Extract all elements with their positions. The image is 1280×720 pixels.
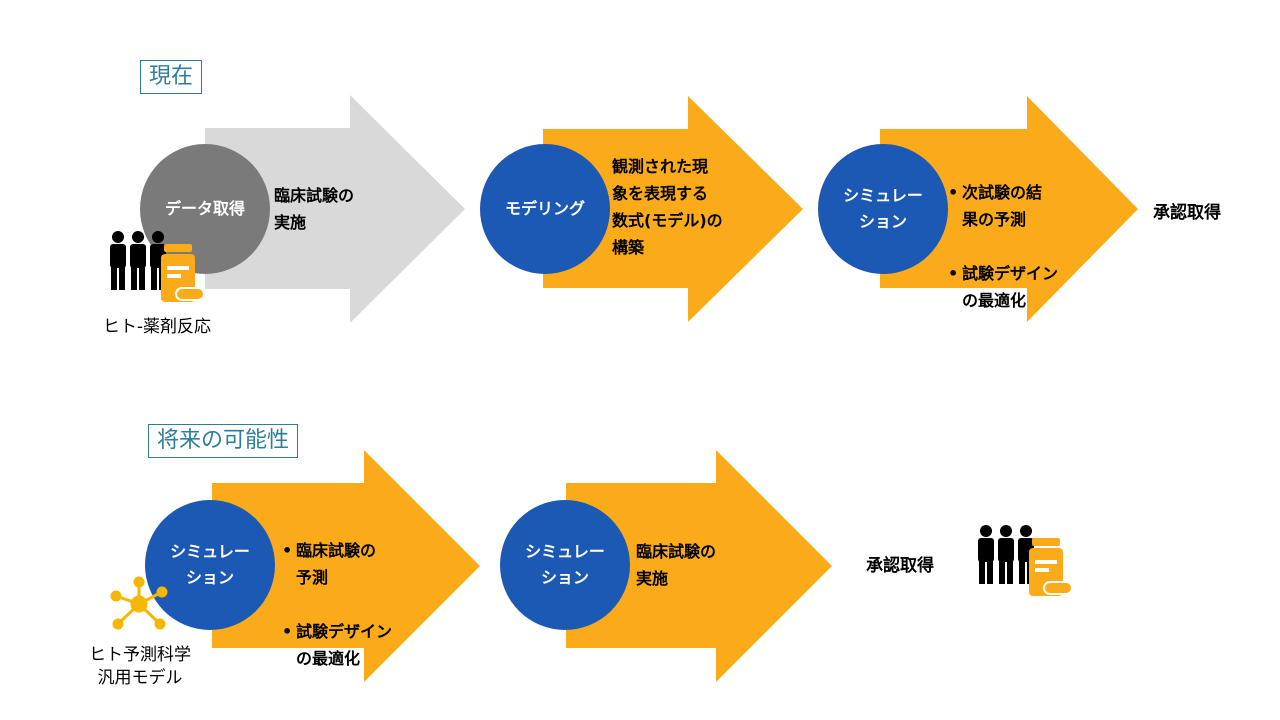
text-line: 象を表現する bbox=[612, 184, 709, 203]
medicine-bottle-icon bbox=[1029, 538, 1073, 596]
text-line: 実施 bbox=[274, 213, 307, 232]
icon-caption-human-prediction-model: ヒト予測科学 汎用モデル bbox=[72, 644, 208, 690]
step-text-clinical-trial: 臨床試験の 実施 bbox=[636, 538, 716, 592]
step-circle-simulation: シミュレー ション bbox=[500, 500, 630, 630]
section-label-current: 現在 bbox=[140, 60, 203, 94]
network-nodes-icon bbox=[110, 576, 168, 630]
icon-caption-human-drug-response: ヒト-薬剤反応 bbox=[102, 317, 212, 337]
step-circle-simulation: シミュレー ション bbox=[145, 500, 275, 630]
text-line: 臨床試験の bbox=[636, 542, 717, 561]
process-arrow-orange bbox=[566, 450, 832, 682]
step-text-clinical-trial: 臨床試験の 実施 bbox=[274, 182, 354, 236]
caption-line: ヒト予測科学 bbox=[89, 645, 191, 665]
section-label-future: 将来の可能性 bbox=[148, 424, 299, 458]
caption-line: 汎用モデル bbox=[97, 668, 183, 688]
text-line: 実施 bbox=[636, 569, 669, 588]
result-approval: 承認取得 bbox=[1153, 203, 1221, 223]
step-circle-simulation: シミュレー ション bbox=[818, 144, 948, 274]
bullet-item: 次試験の結 果の予測 bbox=[948, 179, 1058, 233]
text-line: 構築 bbox=[612, 238, 645, 257]
people-group-icon bbox=[978, 525, 1073, 596]
medicine-bottle-icon bbox=[161, 244, 205, 302]
people-group-icon bbox=[110, 231, 205, 302]
bullet-item: 試験デザイン の最適化 bbox=[948, 260, 1058, 314]
result-approval: 承認取得 bbox=[866, 556, 934, 576]
bullet-item: 試験デザイン の最適化 bbox=[282, 618, 392, 672]
step-bullets-future-simulation: 臨床試験の 予測 試験デザイン の最適化 bbox=[282, 510, 392, 699]
process-arrow-gray bbox=[205, 95, 465, 323]
step-circle-modeling: モデリング bbox=[480, 144, 610, 274]
text-line: 臨床試験の bbox=[274, 186, 355, 205]
bullet-item: 臨床試験の 予測 bbox=[282, 537, 392, 591]
text-line: 数式(モデル)の bbox=[612, 211, 723, 230]
step-text-model-building: 観測された現 象を表現する 数式(モデル)の 構築 bbox=[612, 153, 723, 261]
process-arrow-orange bbox=[543, 96, 803, 322]
text-line: 観測された現 bbox=[612, 157, 709, 176]
step-bullets-simulation: 次試験の結 果の予測 試験デザイン の最適化 bbox=[948, 152, 1058, 341]
